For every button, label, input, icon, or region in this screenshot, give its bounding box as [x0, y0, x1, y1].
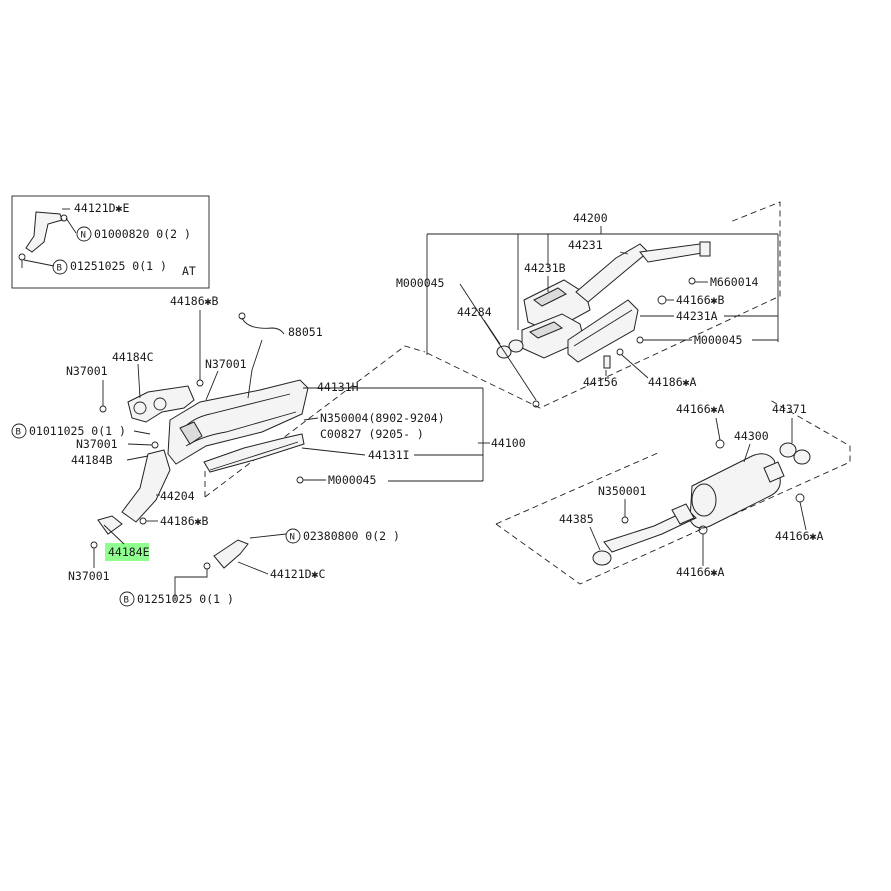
muffler-44300 [689, 453, 785, 529]
label-44186a: 44186✱A [648, 375, 697, 389]
label-44186b-mid: 44186✱B [160, 514, 209, 528]
bolt-44186a [616, 348, 624, 356]
label-44184c: 44184C [112, 350, 154, 364]
label-01000820: 01000820 0(2 ) [94, 227, 191, 241]
b-marker-icon [11, 423, 27, 439]
label-44184b: 44184B [71, 453, 113, 467]
label-44100: 44100 [491, 436, 526, 450]
n-marker-letter: N [81, 231, 86, 241]
inset-box-at [11, 195, 210, 289]
n-marker-icon [285, 528, 301, 544]
bolt-m000045-b [296, 476, 304, 484]
label-44284: 44284 [457, 305, 492, 319]
highlight-44184e [105, 543, 149, 561]
label-0125-a: 01251025 0(1 ) [70, 259, 167, 273]
label-44166a-right: 44166✱A [775, 529, 824, 543]
nut-n350001 [621, 516, 629, 524]
nut-n37001-d [90, 541, 98, 549]
bolt-m660014 [688, 277, 696, 285]
label-m000045-a: M000045 [396, 276, 444, 290]
label-44131i: 44131I [368, 448, 410, 462]
center-group-dashed-outline [426, 201, 781, 409]
nut-n37001-a [99, 405, 107, 413]
label-n37001-b: N37001 [205, 357, 247, 371]
bolt-m000045-c [636, 336, 644, 344]
label-44131h: 44131H [317, 380, 359, 394]
front-pipe-44204 [97, 449, 171, 535]
bolt-44186b-top [196, 379, 204, 387]
bolt-m000045-a [532, 400, 540, 408]
label-44300: 44300 [734, 429, 769, 443]
label-44166a-bot: 44166✱A [676, 565, 725, 579]
b-marker-icon [119, 591, 135, 607]
pipe-44231 [575, 241, 711, 303]
label-n37001-c: N37001 [76, 437, 118, 451]
label-0238: 02380800 0(2 ) [303, 529, 400, 543]
b-marker-letter: B [16, 428, 21, 438]
label-44156: 44156 [583, 375, 618, 389]
label-44231a: 44231A [676, 309, 718, 323]
rear-group-dashed-outline [495, 399, 851, 585]
label-n37001-a: N37001 [66, 364, 108, 378]
label-c00827: C00827 (9205- ) [320, 427, 424, 441]
label-0101: 01011025 0(1 ) [29, 424, 126, 438]
nut-44166b [657, 295, 667, 305]
label-88051: 88051 [288, 325, 323, 339]
b-marker-icon [52, 259, 68, 275]
b-marker-letter: B [57, 264, 62, 274]
gasket-44385 [592, 550, 612, 566]
label-44204: 44204 [160, 489, 195, 503]
n-marker-icon [76, 226, 92, 242]
bolt-44186b-mid [139, 517, 147, 525]
label-n350004: N350004(8902-9204) [320, 411, 445, 425]
label-44184e: 44184E [108, 545, 150, 559]
label-44371: 44371 [772, 402, 807, 416]
tail-pipe-44371 [779, 442, 811, 465]
center-pipe [603, 503, 697, 553]
label-44385: 44385 [559, 512, 594, 526]
gasket-44284 [496, 339, 524, 359]
label-44121d-e: 44121D✱E [74, 201, 129, 215]
heat-shield-44131i [203, 433, 305, 473]
label-44166b: 44166✱B [676, 293, 725, 307]
label-m660014: M660014 [710, 275, 759, 289]
o2-sensor-88051 [238, 312, 285, 399]
n-marker-letter: N [290, 533, 295, 543]
catalytic-converter-44231b [521, 279, 591, 359]
label-m000045-c: M000045 [694, 333, 742, 347]
label-44186b-top: 44186✱B [170, 294, 219, 308]
nut-44166a-right [795, 493, 805, 503]
label-n350001: N350001 [598, 484, 647, 498]
heat-shield-44131h [167, 379, 309, 465]
label-44121d-c: 44121D✱C [270, 567, 325, 581]
label-44166a-top: 44166✱A [676, 402, 725, 416]
b-marker-letter: B [124, 596, 129, 606]
inset-bracket [18, 208, 70, 268]
bracket-44121d-c [203, 533, 287, 570]
label-44200: 44200 [573, 211, 608, 225]
stud-44156 [603, 355, 611, 369]
label-m000045-b: M000045 [328, 473, 376, 487]
label-44231b: 44231B [524, 261, 566, 275]
exhaust-manifold-left [127, 385, 195, 423]
label-44231: 44231 [568, 238, 603, 252]
nut-n37001-c [151, 441, 159, 449]
label-at: AT [182, 264, 196, 278]
label-0125-b: 01251025 0(1 ) [137, 592, 234, 606]
nut-44166a-top [715, 439, 725, 449]
label-n37001-d: N37001 [68, 569, 110, 583]
heat-shield-44231a [567, 299, 639, 363]
